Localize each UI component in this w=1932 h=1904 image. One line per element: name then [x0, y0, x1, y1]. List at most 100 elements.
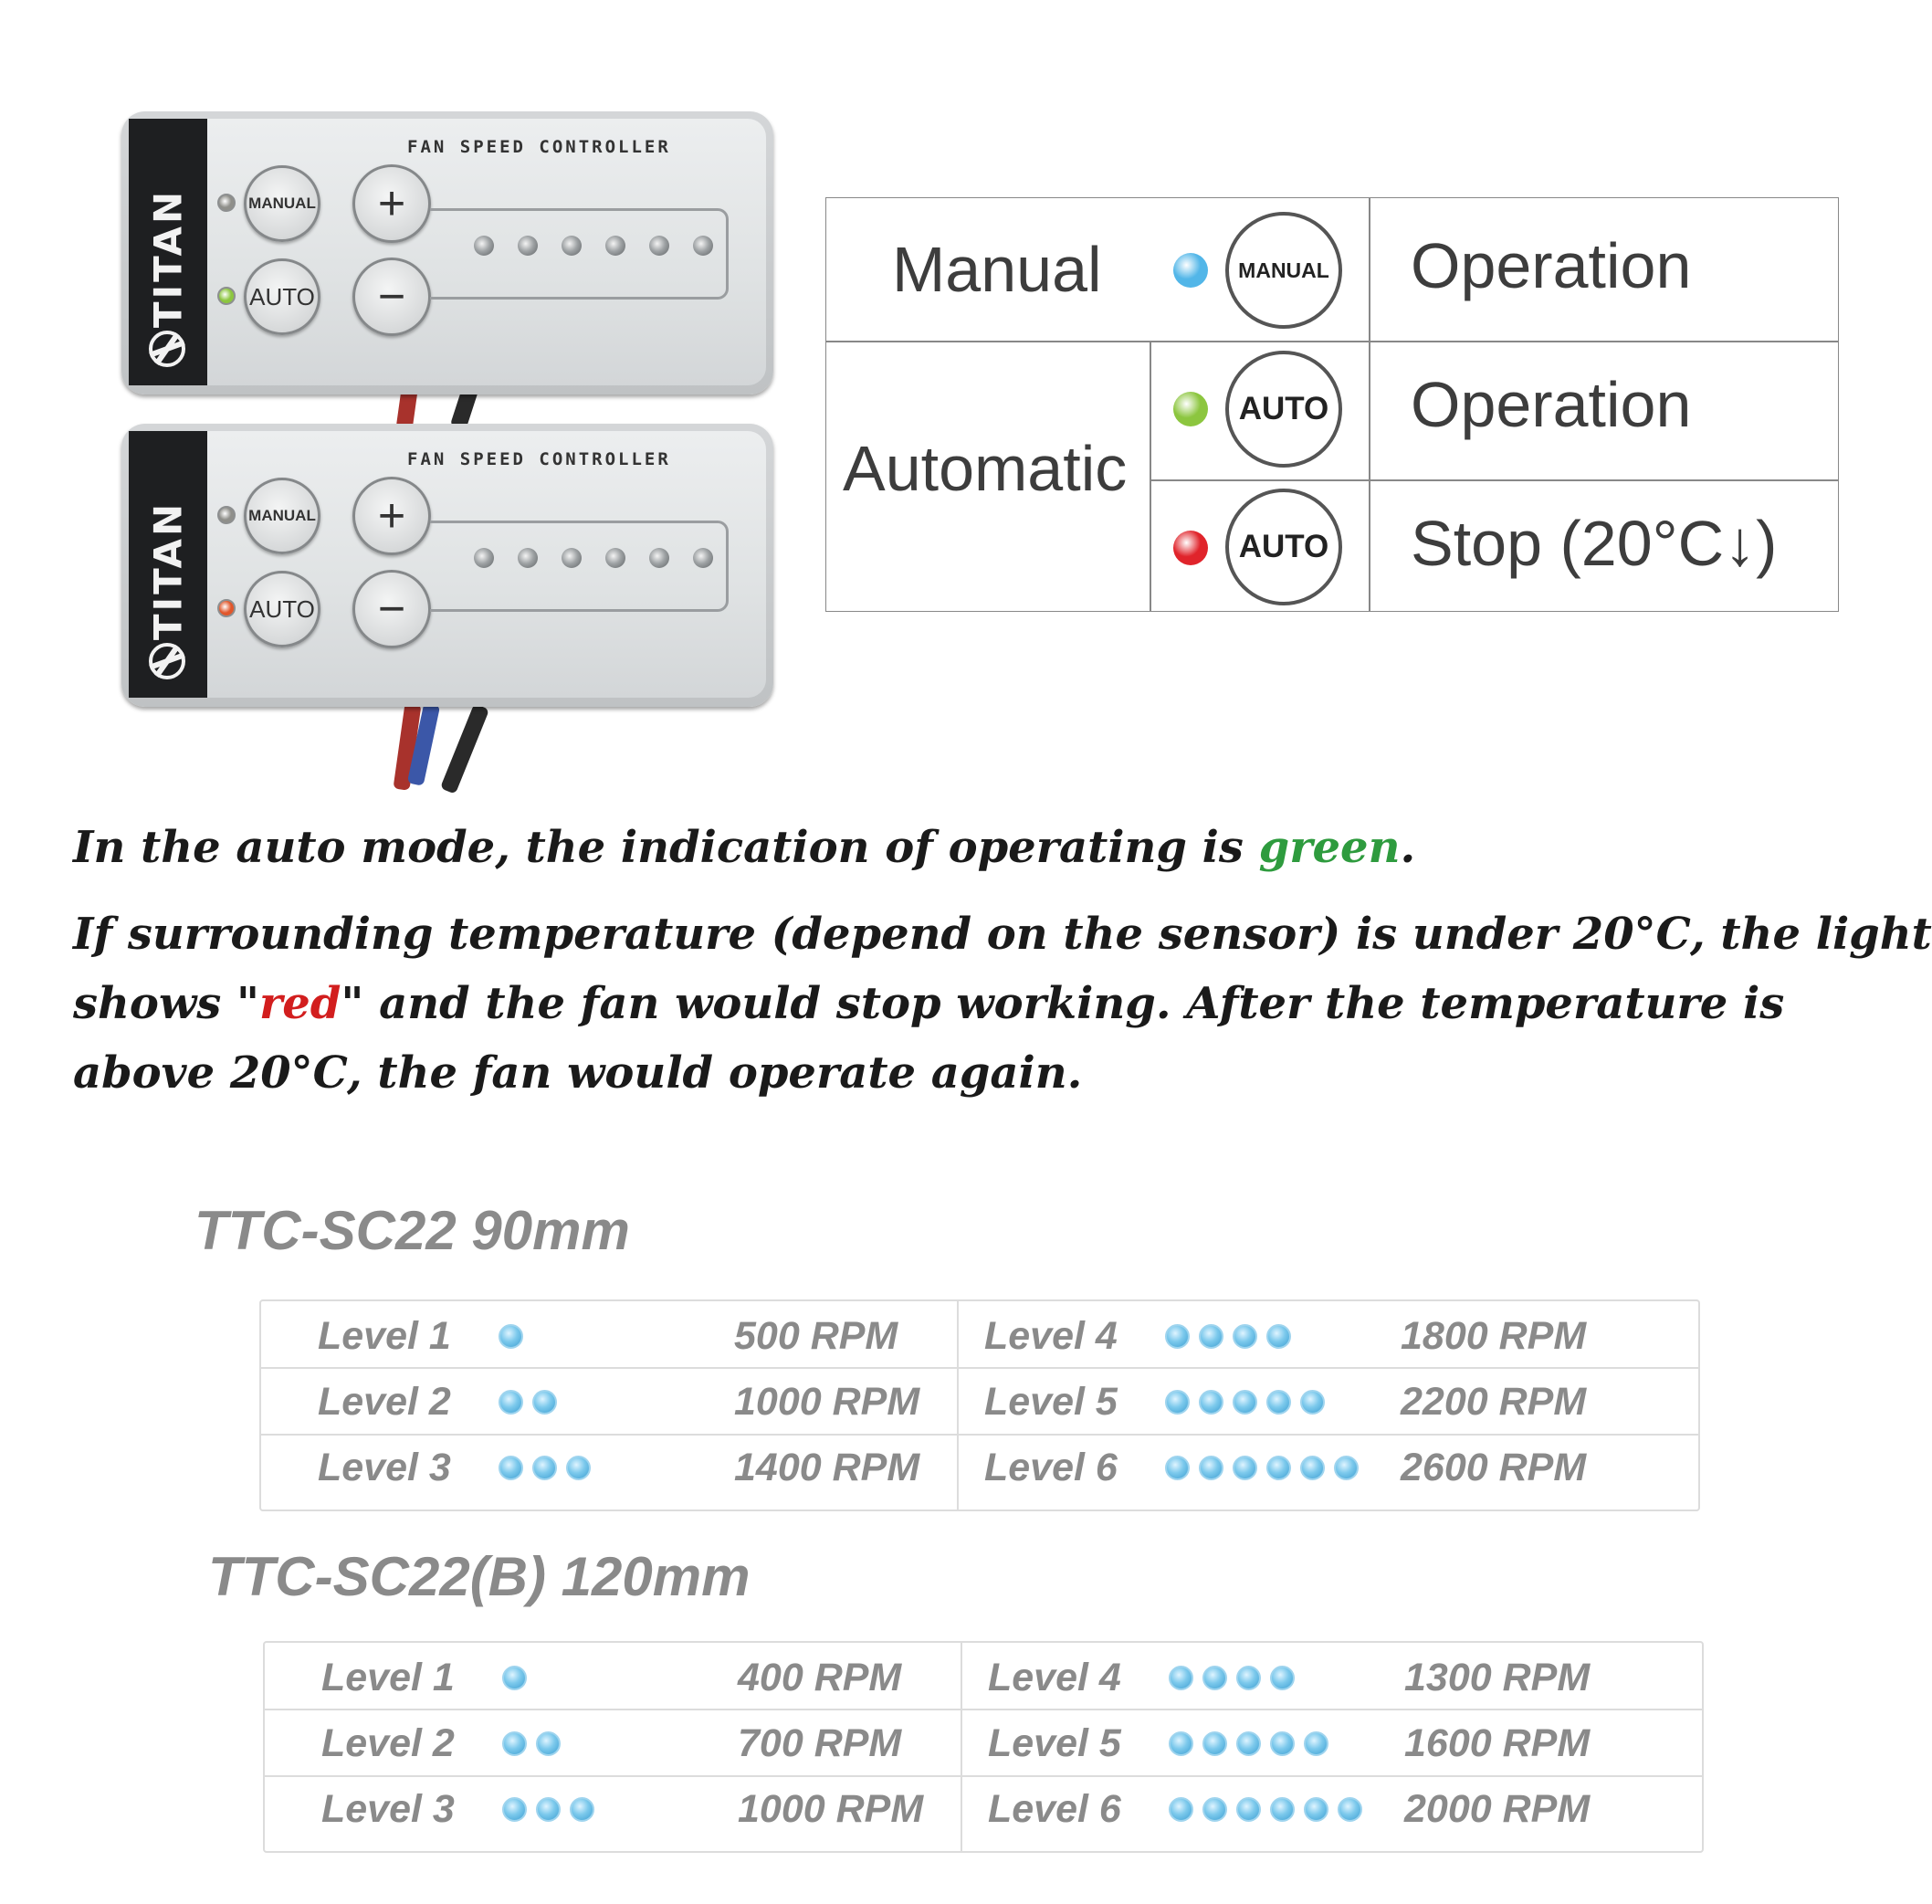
description-red-word: red — [259, 978, 341, 1029]
level-dots — [502, 1666, 527, 1690]
level-dot-icon — [570, 1797, 594, 1822]
level-dots — [499, 1456, 591, 1480]
level-label: Level 6 — [988, 1787, 1121, 1831]
level-dot-icon — [1169, 1731, 1193, 1756]
speed-table-row-divider — [265, 1775, 1702, 1777]
auto-button[interactable]: AUTO — [244, 258, 320, 335]
level-led-icon — [649, 548, 669, 568]
level-dot-icon — [1202, 1666, 1227, 1690]
level-rpm: 1400 RPM — [734, 1446, 920, 1489]
level-label: Level 4 — [984, 1314, 1118, 1358]
manual-button[interactable]: MANUAL — [244, 165, 320, 242]
level-dot-icon — [1233, 1390, 1257, 1415]
level-dot-icon — [502, 1797, 527, 1822]
level-dot-icon — [1165, 1390, 1190, 1415]
manual-status-led — [1173, 253, 1208, 288]
level-rpm: 1800 RPM — [1401, 1314, 1587, 1358]
auto-led — [217, 599, 236, 617]
description-green-word: green — [1258, 822, 1401, 873]
level-dot-icon — [532, 1390, 557, 1415]
level-dot-icon — [536, 1797, 561, 1822]
level-dot-icon — [1165, 1456, 1190, 1480]
minus-button[interactable]: − — [352, 570, 431, 648]
level-led-icon — [605, 236, 625, 256]
auto-operation-text: Operation — [1411, 369, 1692, 440]
level-dot-icon — [1266, 1390, 1291, 1415]
level-led-icon — [562, 548, 582, 568]
level-label: Level 2 — [321, 1721, 455, 1765]
manual-status-text: Operation — [1411, 230, 1692, 301]
level-dot-icon — [502, 1666, 527, 1690]
brand-logo-icon — [149, 331, 185, 367]
auto-button[interactable]: AUTO — [244, 571, 320, 647]
description-line-3: shows "red" and the fan would stop worki… — [73, 969, 1784, 1038]
level-led-icon — [605, 548, 625, 568]
level-label: Level 5 — [984, 1380, 1118, 1424]
level-dot-icon — [1202, 1797, 1227, 1822]
level-dot-icon — [1334, 1456, 1359, 1480]
level-dot-icon — [1300, 1456, 1325, 1480]
speed-table-row-divider — [261, 1367, 1698, 1369]
level-dots — [1165, 1390, 1325, 1415]
level-dot-icon — [1236, 1797, 1261, 1822]
mode-automatic-label: Automatic — [843, 433, 1128, 504]
cable-black — [439, 703, 490, 794]
auto-button-icon: AUTO — [1225, 489, 1342, 605]
level-dot-icon — [566, 1456, 591, 1480]
level-rpm: 1000 RPM — [734, 1380, 920, 1424]
level-label: Level 3 — [318, 1446, 451, 1489]
plus-button[interactable]: + — [352, 477, 431, 555]
level-dots — [1165, 1324, 1291, 1349]
level-dot-icon — [1270, 1731, 1295, 1756]
level-label: Level 2 — [318, 1380, 451, 1424]
level-dots — [1169, 1797, 1362, 1822]
speed-table-title: TTC-SC22(B) 120mm — [208, 1546, 751, 1607]
level-rpm: 500 RPM — [734, 1314, 898, 1358]
level-dot-icon — [1202, 1731, 1227, 1756]
speed-table-row-divider — [261, 1434, 1698, 1436]
level-led-icon — [474, 236, 494, 256]
auto-led — [217, 287, 236, 305]
controller-model-label: FAN SPEED CONTROLLER — [407, 137, 671, 157]
brand-strip: TITAN — [129, 119, 207, 385]
speed-table-column-divider — [957, 1301, 959, 1510]
level-dots — [499, 1390, 557, 1415]
fan-controller-top: TITAN FAN SPEED CONTROLLER MANUAL AUTO +… — [121, 111, 773, 394]
level-label: Level 6 — [984, 1446, 1118, 1489]
brand-name: TITAN — [145, 500, 191, 641]
level-dots — [1169, 1731, 1328, 1756]
level-led-icon — [562, 236, 582, 256]
level-dot-icon — [1270, 1797, 1295, 1822]
manual-led — [217, 194, 236, 212]
manual-button-icon: MANUAL — [1225, 212, 1342, 329]
level-dot-icon — [1304, 1731, 1328, 1756]
level-led-icon — [693, 548, 713, 568]
level-dot-icon — [502, 1731, 527, 1756]
level-rpm: 400 RPM — [738, 1656, 902, 1699]
description-line-2: If surrounding temperature (depend on th… — [73, 909, 1932, 960]
level-label: Level 3 — [321, 1787, 455, 1831]
level-dot-icon — [1338, 1797, 1362, 1822]
level-led-icon — [649, 236, 669, 256]
mode-manual-label: Manual — [892, 234, 1102, 305]
level-rpm: 2600 RPM — [1401, 1446, 1587, 1489]
level-dot-icon — [1233, 1324, 1257, 1349]
manual-led — [217, 506, 236, 524]
plus-button[interactable]: + — [352, 164, 431, 243]
level-dots — [499, 1324, 523, 1349]
auto-operation-led — [1173, 392, 1208, 426]
level-dot-icon — [1199, 1324, 1223, 1349]
minus-button[interactable]: − — [352, 258, 431, 336]
level-label: Level 1 — [321, 1656, 455, 1699]
level-rpm: 1300 RPM — [1404, 1656, 1591, 1699]
description-text: " and the fan would stop working. After … — [341, 978, 1785, 1029]
level-rpm: 2200 RPM — [1401, 1380, 1587, 1424]
description-line-4: above 20°C, the fan would operate again. — [73, 1047, 1083, 1099]
level-dot-icon — [1199, 1390, 1223, 1415]
manual-button[interactable]: MANUAL — [244, 478, 320, 554]
level-dot-icon — [499, 1390, 523, 1415]
level-dots — [1165, 1456, 1359, 1480]
level-dot-icon — [1304, 1797, 1328, 1822]
